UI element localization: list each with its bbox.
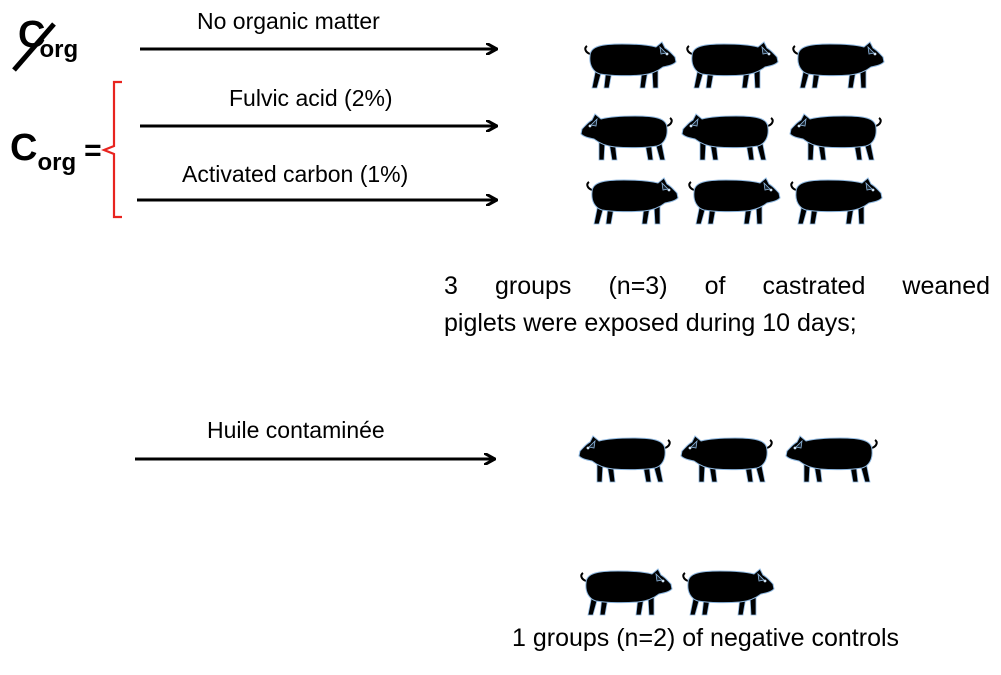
label-activated-carbon: Activated carbon (1%) [182,161,409,187]
description-negative-controls: 1 groups (n=2) of negative controls [512,624,900,652]
corg-symbol: Corg = [10,127,102,176]
label-no-organic-matter: No organic matter [197,8,380,34]
pig-icon [679,432,775,484]
pig-icon [580,568,673,616]
corg-sub: org [37,149,77,176]
no-corg-symbol: Corg [18,14,78,63]
no-corg-sub: org [39,36,79,63]
no-corg-base: C [18,14,46,56]
pig-icon [584,41,677,89]
pig-icon [577,432,673,484]
strike-through [12,22,56,72]
red-bracket [101,80,122,219]
pig-icon [682,568,775,616]
pig-icon [784,432,880,484]
pig-icon [792,41,885,89]
label-fulvic-acid: Fulvic acid (2%) [229,85,393,111]
pig-icon [790,177,883,225]
pig-icon [688,177,781,225]
description-exposed-groups: 3 groups (n=3) of castrated weaned pigle… [444,268,990,342]
label-huile-contaminee: Huile contaminée [207,417,385,443]
pig-icon [788,110,884,162]
pig-icon [686,41,779,89]
pig-icon [579,110,675,162]
pig-icon [586,177,679,225]
corg-base: C [10,127,38,169]
pig-icon [680,110,776,162]
description-exposed-line2: piglets were exposed during 10 days; [444,309,857,337]
description-exposed-line1: 3 groups (n=3) of castrated weaned [444,272,990,300]
corg-operator: = [84,134,102,167]
